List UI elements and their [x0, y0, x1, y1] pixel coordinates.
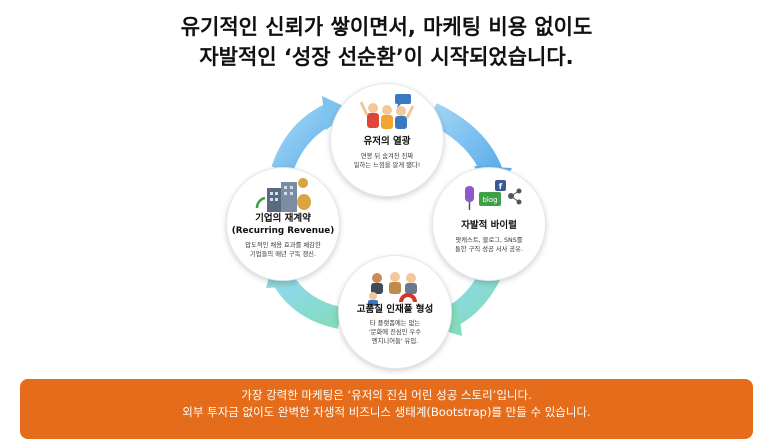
- footer-banner: 가장 강력한 마케팅은 ‘유저의 진심 어린 성공 스토리’입니다. 외부 투자…: [20, 379, 753, 439]
- blog-label: blog: [482, 196, 497, 204]
- node-desc-line: 기업들의 매년 구독 갱신.: [250, 251, 316, 258]
- node-subtitle: (Recurring Revenue): [231, 226, 335, 236]
- node-desc-line: 연봉 뒤 숨겨진 진짜: [360, 153, 414, 160]
- node-title: 기업의 재계약: [255, 213, 311, 224]
- node-desc-line: 통한 구직 성공 서사 공유.: [455, 246, 523, 253]
- node-voluntary-viral: blog f 자발적 바이럴 팟캐스트, 블로그, SNS를 통한 구직 성공 …: [432, 167, 546, 281]
- node-desc-line: 팟캐스트, 블로그, SNS를: [455, 237, 523, 244]
- node-title: 고품질 인재풀 형성: [356, 304, 434, 315]
- svg-text:f: f: [499, 182, 503, 191]
- node-desc-line: 압도적인 채용 효과를 체감한: [245, 242, 321, 249]
- cheering-people-icon: [359, 94, 415, 129]
- headline-line-1: 유기적인 신뢰가 쌓이면서, 마케팅 비용 없이도: [180, 15, 593, 39]
- node-desc-line: '문화에 진심인 우수: [368, 329, 422, 336]
- node-desc-line: 일하는 느낌을 알게 됐다!: [353, 162, 421, 169]
- footer-line-2: 외부 투자금 없이도 완벽한 자생적 비즈니스 생태계(Bootstrap)를 …: [182, 405, 591, 419]
- node-talent-pool: 고품질 인재풀 형성 타 플랫폼에는 없는 '문화에 진심인 우수 엔지니어들'…: [338, 255, 452, 369]
- node-company-renewal: 기업의 재계약 (Recurring Revenue) 압도적인 채용 효과를 …: [226, 167, 340, 281]
- node-user-enthusiasm: 유저의 열광 연봉 뒤 숨겨진 진짜 일하는 느낌을 알게 됐다!: [330, 83, 444, 197]
- talent-magnet-icon: [368, 272, 417, 306]
- social-media-icon: blog f: [465, 180, 522, 210]
- company-building-icon: [255, 178, 311, 212]
- node-title: 자발적 바이럴: [461, 220, 517, 231]
- footer-line-1: 가장 강력한 마케팅은 ‘유저의 진심 어린 성공 스토리’입니다.: [241, 388, 532, 402]
- node-title: 유저의 열광: [363, 136, 411, 147]
- node-desc-line: 타 플랫폼에는 없는: [369, 320, 421, 327]
- arrow-top-to-right: [427, 103, 503, 177]
- node-desc-line: 엔지니어들' 유입.: [371, 338, 419, 345]
- headline-line-2: 자발적인 ‘성장 선순환’이 시작되었습니다.: [199, 45, 574, 69]
